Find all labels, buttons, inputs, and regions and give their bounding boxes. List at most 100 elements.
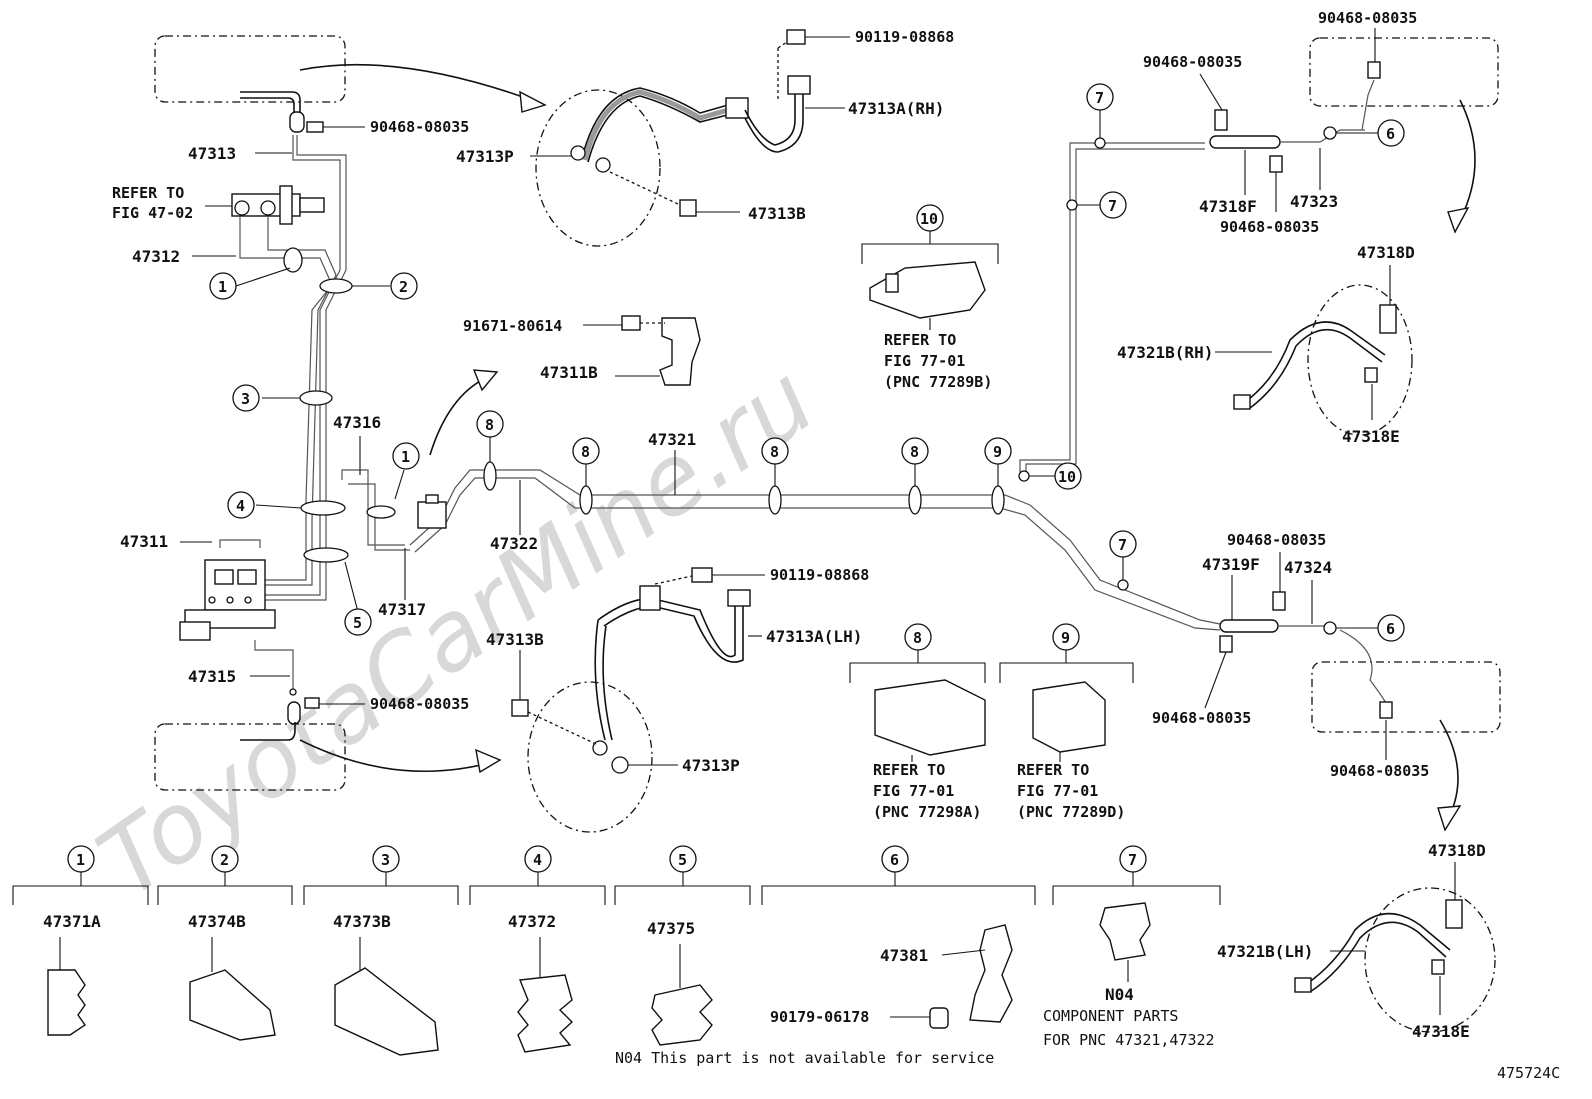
callout-6-b: 6 (1386, 620, 1395, 638)
legend-part-N04: N04 (1105, 985, 1134, 1004)
part-label-47313B-bottom: 47313B (486, 630, 544, 649)
refer-fig-47-02-line1: REFER TO (112, 184, 184, 202)
legend-callout-2: 2 (220, 851, 229, 869)
footnote: N04 This part is not available for servi… (615, 1049, 994, 1067)
callout-7-c: 7 (1118, 536, 1127, 554)
refer-9-line2: FIG 77-01 (1017, 782, 1098, 800)
legend-callout-7: 7 (1128, 851, 1137, 869)
callout-8-a: 8 (485, 416, 494, 434)
legend-part-47371A: 47371A (43, 912, 101, 931)
callout-5: 5 (353, 614, 362, 632)
bracket-47311B: 91671-80614 47311B (463, 315, 701, 386)
callout-2: 2 (399, 278, 408, 296)
part-label-47316: 47316 (333, 413, 381, 432)
part-label-47318D-top: 47318D (1357, 243, 1415, 262)
callout-6-a: 6 (1386, 125, 1395, 143)
rear-lh-line-detail: 90468-08035 47319F 47324 90468-08035 904… (1152, 531, 1501, 1041)
legend-part-47375: 47375 (647, 919, 695, 938)
legend-clamp-2-icon (189, 937, 276, 1041)
callout-10-a: 10 (1058, 468, 1076, 486)
rear-rh-line-detail: 90468-08035 47318F 47323 90468-08035 904… (1117, 9, 1499, 446)
legend-brackets (12, 872, 1221, 905)
clamp-group-9: REFER TO FIG 77-01 (PNC 77289D) (999, 650, 1134, 821)
part-label-47323: 47323 (1290, 192, 1338, 211)
refer-10-line3: (PNC 77289B) (884, 373, 992, 391)
callout-9-b: 9 (1061, 629, 1070, 647)
legend-note-component-parts: COMPONENT PARTS (1043, 1007, 1178, 1025)
part-label-90468-08035-a: 90468-08035 (370, 118, 469, 136)
legend-part-47374B: 47374B (188, 912, 246, 931)
callout-7-b: 7 (1108, 197, 1117, 215)
part-label-47318E-top: 47318E (1342, 427, 1400, 446)
refer-10-line2: FIG 77-01 (884, 352, 965, 370)
part-label-47313A-RH: 47313A(RH) (848, 99, 944, 118)
legend-callout-1: 1 (76, 851, 85, 869)
callout-9-a: 9 (993, 443, 1002, 461)
part-label-47311: 47311 (120, 532, 168, 551)
legend-callout-3: 3 (381, 851, 390, 869)
part-label-91671-80614: 91671-80614 (463, 317, 562, 335)
part-label-47312: 47312 (132, 247, 180, 266)
part-label-47322: 47322 (490, 534, 538, 553)
rear-left-detail: 47315 90468-08035 (154, 640, 502, 791)
refer-10-line1: REFER TO (884, 331, 956, 349)
callout-10-b: 10 (920, 210, 938, 228)
callout-8-b: 8 (581, 443, 590, 461)
legend-note-for-pnc: FOR PNC 47321,47322 (1043, 1031, 1215, 1049)
legend-clamp-4-icon (517, 937, 574, 1053)
legend-callout-4: 4 (533, 851, 542, 869)
figure-code: 475724C (1497, 1064, 1560, 1082)
legend-part-90179-06178: 90179-06178 (770, 1008, 869, 1026)
part-label-90468-08035-d: 90468-08035 (1220, 218, 1319, 236)
front-lh-hose: 90119-08868 47313A(LH) 47313B 47313P (486, 566, 869, 833)
part-label-47318D-bottom: 47318D (1428, 841, 1486, 860)
legend-clamp-3-icon (334, 937, 439, 1056)
part-label-47319F: 47319F (1202, 555, 1260, 574)
refer-8-line2: FIG 77-01 (873, 782, 954, 800)
part-label-90468-08035-c: 90468-08035 (1143, 53, 1242, 71)
part-label-47315: 47315 (188, 667, 236, 686)
part-label-47321: 47321 (648, 430, 696, 449)
legend-part-47372: 47372 (508, 912, 556, 931)
part-label-47313P-bottom: 47313P (682, 756, 740, 775)
part-label-90468-08035-b: 90468-08035 (370, 695, 469, 713)
master-cylinder: REFER TO FIG 47-02 47312 (112, 184, 325, 266)
part-label-47313: 47313 (188, 144, 236, 163)
front-rh-hose: 90119-08868 47313A(RH) 47313P 47313B (456, 28, 954, 247)
part-label-47313P-top: 47313P (456, 147, 514, 166)
callout-1-a: 1 (218, 278, 227, 296)
part-label-90468-08035-h: 90468-08035 (1330, 762, 1429, 780)
callout-8-d: 8 (910, 443, 919, 461)
refer-fig-47-02-line2: FIG 47-02 (112, 204, 193, 222)
legend-part-47381: 47381 (880, 946, 928, 965)
part-label-47313B-top: 47313B (748, 204, 806, 223)
clamp-group-8: REFER TO FIG 77-01 (PNC 77298A) (849, 650, 986, 821)
callout-7-a: 7 (1095, 89, 1104, 107)
part-label-90468-08035-f: 90468-08035 (1227, 531, 1326, 549)
part-label-47311B: 47311B (540, 363, 598, 382)
part-label-90468-08035-e: 90468-08035 (1318, 9, 1417, 27)
part-label-47313A-LH: 47313A(LH) (766, 627, 862, 646)
refer-9-line1: REFER TO (1017, 761, 1089, 779)
callout-3: 3 (241, 390, 250, 408)
clamp-group-10: REFER TO FIG 77-01 (PNC 77289B) (861, 231, 999, 391)
part-label-47318F: 47318F (1199, 197, 1257, 216)
callout-1-b: 1 (401, 448, 410, 466)
part-label-47321B-RH: 47321B(RH) (1117, 343, 1213, 362)
refer-8-line3: (PNC 77298A) (873, 803, 981, 821)
legend-callout-5: 5 (678, 851, 687, 869)
clip-icon (306, 121, 324, 133)
callout-4: 4 (236, 497, 245, 515)
legend-callout-6: 6 (890, 851, 899, 869)
legend-part-47373B: 47373B (333, 912, 391, 931)
part-label-47317: 47317 (378, 600, 426, 619)
abs-actuator: 47311 (120, 532, 276, 641)
part-label-90119-08868-top: 90119-08868 (855, 28, 954, 46)
line-47316: 47316 (333, 369, 499, 475)
callout-8-e: 8 (913, 629, 922, 647)
callout-leaders (235, 110, 1124, 613)
front-left-detail: 90468-08035 47313 (154, 35, 547, 163)
legend-clamp-1-icon (47, 937, 86, 1036)
part-label-47318E-bottom: 47318E (1412, 1022, 1470, 1041)
